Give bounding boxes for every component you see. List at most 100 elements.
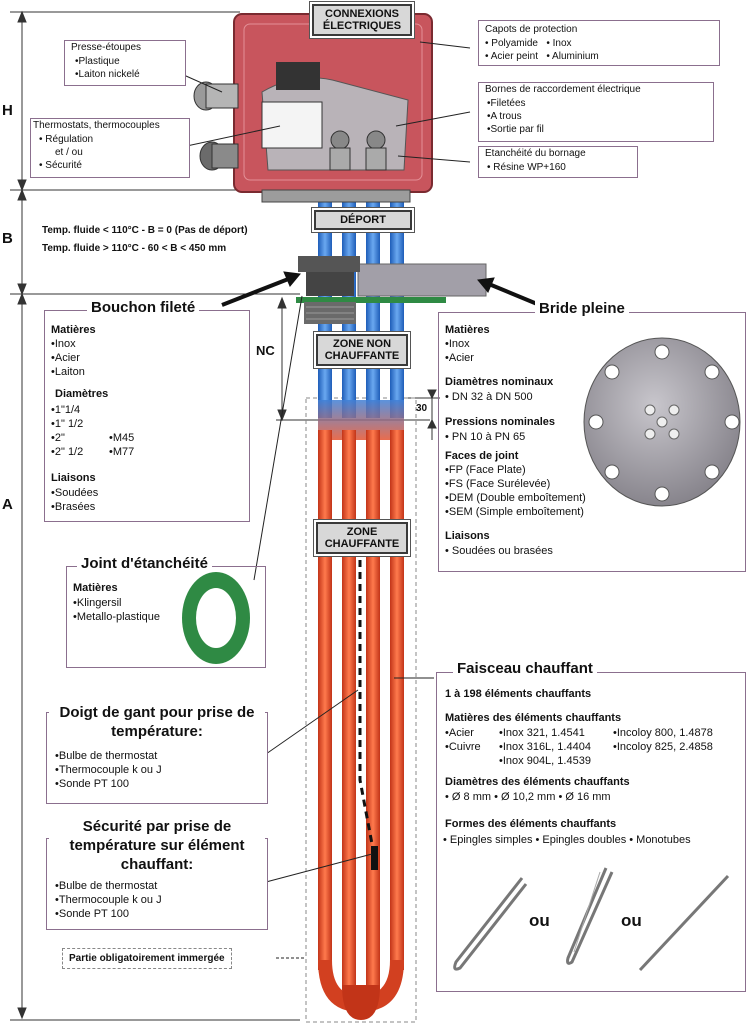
presse-title: Presse-étoupes <box>71 42 142 53</box>
joint-item: Klingersil <box>73 596 160 610</box>
bouchon-liaison: Soudées <box>51 486 98 500</box>
securite-panel: Sécurité par prise de température sur él… <box>46 817 268 930</box>
thermo-item-2: et / ou <box>55 147 83 158</box>
faisceau-mat-col2: Inox 321, 1.4541 <box>499 726 591 740</box>
bride-dn-title: Diamètres nominaux <box>445 376 554 388</box>
bouchon-diam-m: M45 <box>109 431 134 445</box>
bouchon-matiere: Acier <box>51 351 85 365</box>
capots-panel: Capots de protection • Polyamide • Inox … <box>478 20 720 66</box>
tag-zone-chauffante: ZONE CHAUFFANTE <box>316 522 408 554</box>
bride-face: DEM (Double emboîtement) <box>445 491 586 505</box>
bouchon-liaison: Brasées <box>51 500 98 514</box>
bouchon-matieres-title: Matières <box>51 324 96 336</box>
presse-item: Laiton nickelé <box>75 68 140 81</box>
bouchon-diam: 1"1/4 <box>51 403 83 417</box>
gasket-bar <box>296 297 446 303</box>
joint-panel: Joint d'étanchéité Matières Klingersil M… <box>66 555 266 668</box>
bride-pn: • PN 10 à PN 65 <box>445 431 526 443</box>
callout-arrows <box>221 271 543 308</box>
leader-lines <box>167 41 471 959</box>
bouchon-diam: 2" 1/2 <box>51 445 83 459</box>
dim-h-label: H <box>2 102 13 119</box>
faisceau-title: Faisceau chauffant <box>453 660 597 677</box>
faisceau-ou-1: ou <box>529 911 550 930</box>
bouchon-liaisons-title: Liaisons <box>51 472 96 484</box>
bride-face: FP (Face Plate) <box>445 463 586 477</box>
faisceau-mat-col3: Incoloy 825, 2.4858 <box>613 740 713 754</box>
bride-title: Bride pleine <box>535 300 629 317</box>
faisceau-mat-col2: Inox 316L, 1.4404 <box>499 740 591 754</box>
capots-row-1: • Polyamide • Inox <box>485 38 572 49</box>
bornes-panel: Bornes de raccordement électrique Fileté… <box>478 82 714 142</box>
terminal-housing <box>193 13 433 203</box>
faisceau-mat-title: Matières des éléments chauffants <box>445 712 622 724</box>
tag-deport: DÉPORT <box>314 210 412 230</box>
securite-title: Sécurité par prise de température sur él… <box>49 817 265 874</box>
faisceau-count: 1 à 198 éléments chauffants <box>445 688 592 700</box>
doigt-item: Sonde PT 100 <box>55 777 162 791</box>
bornes-item: Sortie par fil <box>487 123 544 136</box>
bouchon-matiere: Inox <box>51 337 85 351</box>
faisceau-mat-col2: Inox 904L, 1.4539 <box>499 754 591 768</box>
securite-item: Sonde PT 100 <box>55 907 162 921</box>
bride-matiere: Acier <box>445 351 474 365</box>
bornes-item: Filetées <box>487 97 544 110</box>
flange-section <box>357 263 487 297</box>
faisceau-ou-2: ou <box>621 911 642 930</box>
dim-30-label: 30 <box>416 403 428 414</box>
thermostats-panel: Thermostats, thermocouples • Régulation … <box>30 118 190 178</box>
bouchon-diam: 2" <box>51 431 83 445</box>
bornes-item: A trous <box>487 110 544 123</box>
bride-matiere: Inox <box>445 337 474 351</box>
joint-title: Joint d'étanchéité <box>77 555 212 572</box>
doigt-item: Bulbe de thermostat <box>55 749 162 763</box>
faisceau-mat-col1: Acier <box>445 726 481 740</box>
faisceau-panel: Faisceau chauffant 1 à 198 éléments chau… <box>436 660 746 992</box>
faisceau-diam: • Ø 8 mm • Ø 10,2 mm • Ø 16 mm <box>445 791 611 803</box>
bouchon-title: Bouchon fileté <box>87 299 200 316</box>
gasket-ring-illustration <box>182 572 250 664</box>
bride-pn-title: Pressions nominales <box>445 416 556 428</box>
securite-item: Bulbe de thermostat <box>55 879 162 893</box>
doigt-item: Thermocouple k ou J <box>55 763 162 777</box>
threaded-plug <box>298 256 360 324</box>
doigt-title: Doigt de gant pour prise de température: <box>49 703 265 741</box>
immergee-label: Partie obligatoirement immergée <box>62 948 232 969</box>
element-shapes <box>453 867 730 972</box>
faisceau-formes-title: Formes des éléments chauffants <box>445 818 617 830</box>
thermo-item-1: • Régulation <box>39 134 94 145</box>
flange-illustration <box>583 337 741 507</box>
deport-line-1: Temp. fluide < 110°C - B = 0 (Pas de dép… <box>42 225 248 236</box>
bouchon-diam-title: Diamètres <box>55 388 109 400</box>
faisceau-mat-col3: Incoloy 800, 1.4878 <box>613 726 713 740</box>
tag-connexions: CONNEXIONS ÉLECTRIQUES <box>312 4 412 36</box>
bouchon-diam-m: M77 <box>109 445 134 459</box>
thermostats-title: Thermostats, thermocouples <box>33 120 160 131</box>
tag-zone-non-chauffante: ZONE NON CHAUFFANTE <box>316 334 408 366</box>
joint-matieres-title: Matières <box>73 582 118 594</box>
immersed-zone-outline <box>305 397 417 1023</box>
dim-nc-label: NC <box>256 343 275 358</box>
bride-liaison: • Soudées ou brasées <box>445 545 553 557</box>
dimension-lines <box>10 10 440 1021</box>
bride-panel: Bride pleine Matières Inox Acier Diamètr… <box>438 300 746 572</box>
capots-row-2: • Acier peint • Aluminium <box>485 51 599 62</box>
joint-item: Metallo-plastique <box>73 610 160 624</box>
bride-faces-title: Faces de joint <box>445 450 519 462</box>
dim-a-label: A <box>2 496 13 513</box>
deport-line-2: Temp. fluide > 110°C - 60 < B < 450 mm <box>42 243 227 254</box>
faisceau-diam-title: Diamètres des éléments chauffants <box>445 776 630 788</box>
bouchon-diam: 1" 1/2 <box>51 417 83 431</box>
thermo-item-3: • Sécurité <box>39 160 82 171</box>
capots-title: Capots de protection <box>485 24 578 35</box>
etancheite-title: Etanchéité du bornage <box>485 148 586 159</box>
bouchon-panel: Bouchon fileté Matières Inox Acier Laito… <box>44 299 250 522</box>
bornes-title: Bornes de raccordement électrique <box>485 84 641 95</box>
doigt-panel: Doigt de gant pour prise de température:… <box>46 703 268 804</box>
bride-dn: • DN 32 à DN 500 <box>445 391 533 403</box>
bride-matieres-title: Matières <box>445 324 490 336</box>
bride-liaisons-title: Liaisons <box>445 530 490 542</box>
securite-item: Thermocouple k ou J <box>55 893 162 907</box>
dim-b-label: B <box>2 230 13 247</box>
faisceau-mat-col1: Cuivre <box>445 740 481 754</box>
